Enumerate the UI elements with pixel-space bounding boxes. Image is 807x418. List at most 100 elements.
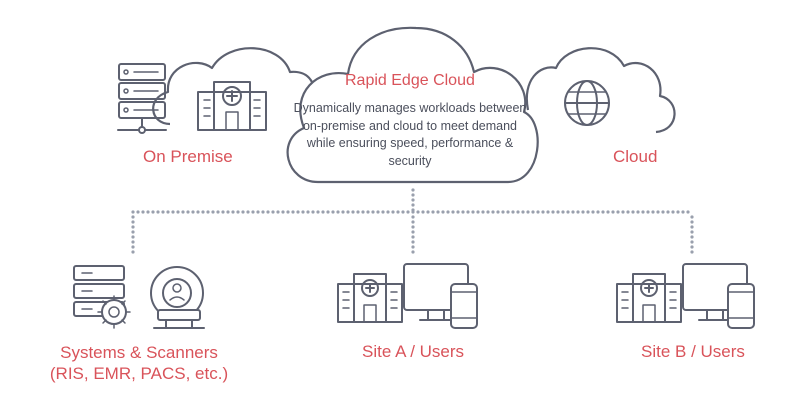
connector-dot: [416, 210, 420, 214]
server-rack-icon: [117, 63, 167, 134]
connector-dot: [411, 203, 415, 207]
connector-dot: [386, 210, 390, 214]
connector-dot: [281, 210, 285, 214]
mri-scanner-icon: [150, 266, 205, 329]
site-a-icons: [337, 263, 478, 329]
connector-dot: [411, 210, 415, 214]
globe-icon: [564, 80, 610, 126]
connector-dot: [611, 210, 615, 214]
connector-dot: [231, 210, 235, 214]
connector-dot: [516, 210, 520, 214]
connector-dot: [411, 250, 415, 254]
connector-dot: [176, 210, 180, 214]
connector-dot: [411, 230, 415, 234]
connector-dot: [346, 210, 350, 214]
connector-dot: [521, 210, 525, 214]
connector-dot: [466, 210, 470, 214]
site-a-label: Site A / Users: [362, 342, 465, 361]
connector-dot: [216, 210, 220, 214]
connector-dot: [201, 210, 205, 214]
connector-dot: [651, 210, 655, 214]
connector-dot: [376, 210, 380, 214]
connector-dot: [511, 210, 515, 214]
connector-dot: [186, 210, 190, 214]
hospital-icon: [616, 273, 682, 323]
on-premise-label: On Premise: [143, 147, 233, 166]
systems-scanners-label-line1: Systems & Scanners: [60, 343, 218, 362]
connector-dot: [156, 210, 160, 214]
connector-dot: [496, 210, 500, 214]
on-premise-cloud-outline: [152, 47, 316, 126]
connector-dot: [236, 210, 240, 214]
cloud-outline-right: [525, 47, 676, 134]
connector-dot: [551, 210, 555, 214]
connector-dot: [131, 230, 135, 234]
connector-dot: [426, 210, 430, 214]
connector-dot: [131, 210, 135, 214]
connector-dot: [276, 210, 280, 214]
connector-dot: [456, 210, 460, 214]
connector-dot: [481, 210, 485, 214]
connector-dot: [690, 220, 694, 224]
connector-dot: [411, 193, 415, 197]
connector-dot: [131, 225, 135, 229]
connector-dot: [636, 210, 640, 214]
server-gear-icon: [73, 265, 131, 329]
connector-dot: [366, 210, 370, 214]
connector-dot: [591, 210, 595, 214]
connector-dot: [690, 250, 694, 254]
connector-dot: [690, 230, 694, 234]
connector-dot: [226, 210, 230, 214]
connector-dot: [196, 210, 200, 214]
mobile-phone-icon: [727, 283, 755, 329]
connector-dot: [411, 245, 415, 249]
connector-dot: [621, 210, 625, 214]
hospital-icon: [337, 273, 403, 323]
systems-scanners-label: Systems & Scanners (RIS, EMR, PACS, etc.…: [36, 342, 242, 384]
connector-dot: [626, 210, 630, 214]
connector-dot: [146, 210, 150, 214]
connector-dot: [576, 210, 580, 214]
connector-dot: [131, 250, 135, 254]
mobile-phone-icon: [450, 283, 478, 329]
rapid-edge-cloud-outline: [286, 26, 539, 184]
connector-dot: [471, 210, 475, 214]
connector-dot: [461, 210, 465, 214]
connector-dot: [411, 240, 415, 244]
connector-dot: [181, 210, 185, 214]
connector-dot: [606, 210, 610, 214]
connector-dot: [690, 235, 694, 239]
connector-dot: [271, 210, 275, 214]
connector-dot: [491, 210, 495, 214]
connector-dot: [411, 220, 415, 224]
connector-dot: [411, 225, 415, 229]
connector-dot: [256, 210, 260, 214]
connector-dot: [601, 210, 605, 214]
connector-dot: [441, 210, 445, 214]
connector-dot: [431, 210, 435, 214]
connector-dot: [161, 210, 165, 214]
connector-dot: [616, 210, 620, 214]
systems-scanners-label-line2: (RIS, EMR, PACS, etc.): [49, 364, 229, 383]
connector-dot: [526, 210, 530, 214]
connector-dot: [596, 210, 600, 214]
connector-dot: [306, 210, 310, 214]
connector-dot: [391, 210, 395, 214]
connector-dot: [666, 210, 670, 214]
connector-dot: [326, 210, 330, 214]
cloud-label: Cloud: [613, 147, 658, 166]
rapid-edge-cloud-title: Rapid Edge Cloud: [345, 72, 475, 89]
connector-dot: [690, 215, 694, 219]
connector-dot: [321, 210, 325, 214]
connector-dot: [406, 210, 410, 214]
connector-dot: [396, 210, 400, 214]
connector-dot: [191, 210, 195, 214]
connector-dot: [266, 210, 270, 214]
connector-dot: [436, 210, 440, 214]
connector-dot: [211, 210, 215, 214]
connector-dot: [331, 210, 335, 214]
connector-dot: [311, 210, 315, 214]
connector-dot: [581, 210, 585, 214]
connector-dot: [141, 210, 145, 214]
